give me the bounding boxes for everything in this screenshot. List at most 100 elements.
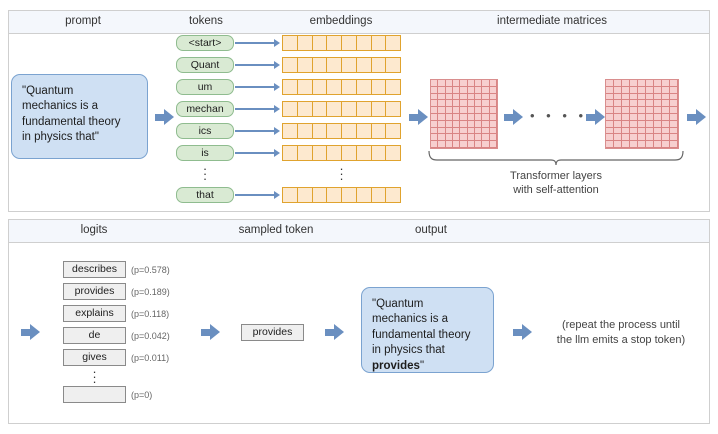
matrix-cell: [489, 100, 497, 108]
bottom-panel-header-band: [9, 220, 709, 243]
prompt-bubble: "Quantum mechanics is a fundamental theo…: [11, 74, 148, 159]
matrix-cell: [646, 114, 654, 121]
embedding-cell: [327, 146, 342, 160]
matrix-cell: [475, 120, 483, 128]
column-header-embeddings: embeddings: [309, 15, 373, 27]
embedding-cell: [283, 102, 298, 116]
embedding-cell: [327, 124, 342, 138]
embedding-cell: [386, 80, 400, 94]
token-chip: um: [176, 79, 234, 95]
matrix-cell: [460, 141, 468, 148]
matrix-cell: [606, 134, 614, 142]
matrix-cell: [630, 127, 638, 135]
repeat-note-line-2: the llm emits a stop token): [556, 334, 686, 346]
matrix-cell: [622, 120, 630, 128]
matrix-cell: [431, 93, 439, 101]
output-line-3: fundamental theory: [372, 328, 471, 341]
matrix-cell: [445, 80, 453, 87]
matrix-cell: [638, 127, 646, 135]
matrix-cell: [475, 107, 483, 114]
matrix-cell: [646, 80, 654, 87]
prompt-line-4: in physics that": [22, 131, 99, 144]
matrix-cell: [662, 80, 670, 87]
embedding-row: [282, 187, 401, 203]
matrix-cell: [638, 107, 646, 114]
matrix-cell: [654, 100, 662, 108]
embedding-cell: [327, 80, 342, 94]
logit-box: gives: [63, 349, 126, 366]
logit-probability: (p=0.011): [131, 353, 170, 363]
matrix-cell: [482, 107, 490, 114]
matrix-cell: [614, 141, 622, 148]
matrix-cell: [670, 127, 678, 135]
embedding-cell: [298, 124, 313, 138]
matrices-ellipsis: • • • • •: [530, 108, 604, 123]
matrix-cell: [431, 114, 439, 121]
matrix-cell: [438, 120, 446, 128]
matrix-cell: [438, 93, 446, 101]
embedding-cell: [327, 58, 342, 72]
matrix-cell: [482, 100, 490, 108]
matrix-cell: [638, 114, 646, 121]
matrix-cell: [654, 141, 662, 148]
matrix-cell: [662, 93, 670, 101]
matrix-cell: [646, 127, 654, 135]
matrix-cell: [467, 114, 475, 121]
intermediate-matrix: [430, 79, 498, 149]
matrix-cell: [614, 100, 622, 108]
embedding-cell: [386, 102, 400, 116]
matrix-cell: [606, 120, 614, 128]
matrix-cell: [431, 141, 439, 148]
token-chip: Quant: [176, 57, 234, 73]
matrix-cell: [670, 80, 678, 87]
matrix-cell: [630, 86, 638, 94]
embedding-cell: [313, 102, 328, 116]
matrix-cell: [622, 114, 630, 121]
matrix-cell: [445, 93, 453, 101]
embedding-cell: [298, 146, 313, 160]
matrix-cell: [662, 120, 670, 128]
repeat-note: (repeat the process until the llm emits …: [526, 318, 716, 348]
matrix-cell: [453, 86, 461, 94]
embedding-cell: [313, 80, 328, 94]
token-chip: ics: [176, 123, 234, 139]
embedding-row: [282, 101, 401, 117]
matrix-cell: [467, 80, 475, 87]
brace-caption-line-1: Transformer layers: [510, 170, 602, 182]
matrix-cell: [638, 80, 646, 87]
matrix-cell: [622, 127, 630, 135]
matrix-cell: [467, 127, 475, 135]
matrix-cell: [489, 93, 497, 101]
embedding-cell: [283, 124, 298, 138]
matrix-cell: [453, 107, 461, 114]
matrix-cell: [431, 120, 439, 128]
matrix-cell: [630, 80, 638, 87]
matrix-cell: [638, 100, 646, 108]
matrix-cell: [453, 141, 461, 148]
embedding-cell: [283, 58, 298, 72]
column-header-sampled-token: sampled token: [238, 224, 314, 236]
embedding-cell: [283, 146, 298, 160]
matrix-cell: [630, 141, 638, 148]
matrix-cell: [670, 120, 678, 128]
output-line-2: mechanics is a: [372, 313, 449, 326]
bottom-panel: logits sampled token output describes (p…: [8, 219, 710, 424]
matrix-cell: [646, 120, 654, 128]
embedding-cell: [357, 102, 372, 116]
matrix-cell: [453, 100, 461, 108]
embedding-cell: [298, 80, 313, 94]
logit-probability: (p=0.042): [131, 331, 170, 341]
embedding-cell: [342, 102, 357, 116]
embedding-cell: [342, 58, 357, 72]
logit-box: de: [63, 327, 126, 344]
embedding-row: [282, 123, 401, 139]
intermediate-matrix: [605, 79, 679, 149]
matrix-cell: [482, 120, 490, 128]
matrix-cell: [614, 120, 622, 128]
matrix-cell: [460, 127, 468, 135]
matrix-cell: [670, 141, 678, 148]
matrix-cell: [475, 93, 483, 101]
matrix-cell: [489, 120, 497, 128]
matrix-cell: [654, 127, 662, 135]
matrix-cell: [431, 134, 439, 142]
